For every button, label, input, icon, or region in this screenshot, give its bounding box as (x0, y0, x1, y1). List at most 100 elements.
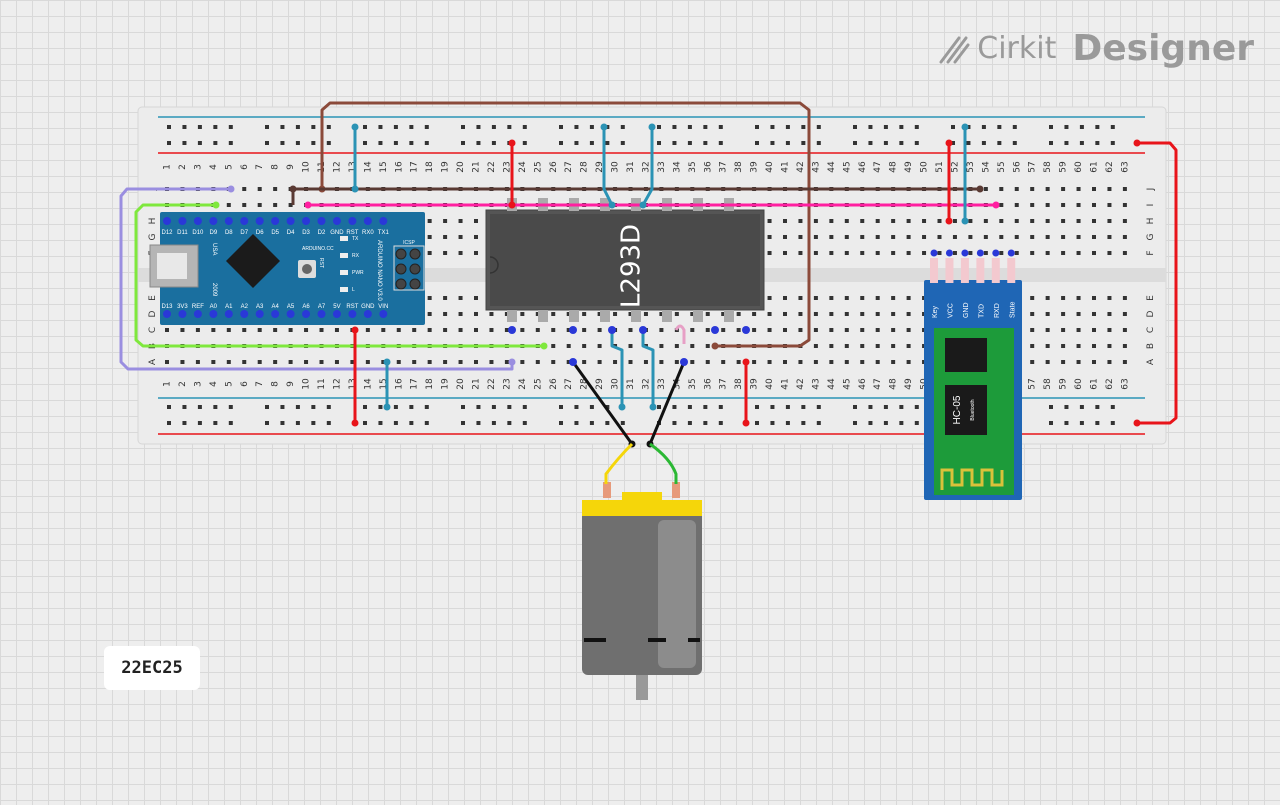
breadboard-hole (937, 219, 942, 223)
breadboard-hole (844, 235, 849, 239)
rail-hole (883, 141, 888, 145)
breadboard-hole (1122, 219, 1127, 223)
rail-hole (801, 421, 806, 425)
rail-hole (981, 141, 986, 145)
row-letter: J (1146, 188, 1156, 192)
rail-hole (182, 125, 187, 129)
wire-brown-loop (320, 101, 811, 348)
breadboard-hole (474, 219, 478, 223)
arduino-top-pin (332, 217, 341, 225)
rail-hole (295, 141, 300, 145)
status-led-label: L (352, 287, 355, 293)
rail-hole (770, 405, 775, 409)
column-number: 2 (178, 381, 188, 387)
breadboard-hole (860, 360, 865, 364)
breadboard-hole (443, 235, 448, 239)
rail-hole (883, 405, 888, 409)
hc05-pin-hole (945, 249, 953, 257)
hc05-pin-label: GND (963, 302, 970, 318)
logo-icon (939, 36, 970, 63)
breadboard-hole (628, 360, 633, 364)
breadboard-hole (999, 235, 1004, 239)
breadboard-hole (474, 251, 478, 255)
row-letter: A (1146, 358, 1156, 365)
rail-hole (589, 125, 594, 129)
arduino-top-pin (348, 217, 357, 225)
icsp-pin (409, 248, 421, 260)
breadboard-hole (999, 203, 1004, 207)
arduino-top-pin-label: D3 (302, 230, 310, 236)
column-number: 27 (564, 161, 574, 172)
breadboard-hole (566, 312, 571, 316)
breadboard-hole (906, 312, 911, 316)
arduino-top-pin-label: D11 (177, 230, 188, 236)
column-number: 9 (286, 164, 296, 170)
breadboard-hole (875, 328, 880, 332)
rail-hole (167, 421, 171, 425)
rail-hole (476, 421, 481, 425)
breadboard-hole (937, 235, 942, 239)
breadboard-hole (1030, 328, 1035, 332)
column-number: 47 (873, 161, 883, 172)
breadboard-hole (705, 312, 710, 316)
rail-hole (853, 141, 857, 145)
row-letter: H (1146, 218, 1156, 225)
rail-hole (868, 421, 873, 425)
breadboard-hole (767, 219, 772, 223)
breadboard-hole (844, 312, 849, 316)
ic-label: L293D (617, 224, 647, 308)
breadboard-hole (304, 328, 309, 332)
breadboard-hole (906, 219, 911, 223)
breadboard-hole (813, 360, 818, 364)
connection-dot (569, 358, 577, 366)
breadboard-hole (983, 235, 988, 239)
arduino-bottom-pin-label: A3 (256, 304, 264, 310)
column-number: 7 (255, 164, 265, 170)
breadboard-hole (829, 312, 834, 316)
arduino-bottom-pin-label: A5 (287, 304, 295, 310)
breadboard-hole (705, 360, 710, 364)
breadboard-hole (504, 360, 509, 364)
breadboard-hole (798, 328, 803, 332)
breadboard-hole (783, 251, 787, 255)
breadboard-hole (906, 344, 911, 348)
rail-hole (476, 125, 481, 129)
breadboard-hole (922, 219, 927, 223)
breadboard-hole (983, 187, 988, 191)
column-number: 3 (193, 381, 203, 387)
rail-hole (997, 141, 1002, 145)
arduino-top-pin-label: D4 (287, 230, 295, 236)
breadboard-hole (906, 296, 911, 300)
arduino-bottom-pin-label: GND (361, 304, 375, 310)
rail-hole (853, 125, 857, 129)
breadboard-hole (813, 219, 818, 223)
breadboard-hole (334, 360, 339, 364)
breadboard-hole (860, 328, 865, 332)
breadboard-hole (458, 235, 463, 239)
arduino-bottom-pin-label: D13 (161, 304, 173, 310)
logo-word-cirkit: Cirkit (977, 31, 1057, 66)
wire-black-motor-2 (648, 360, 686, 446)
row-letter: C (1146, 327, 1156, 333)
column-number: 59 (1059, 378, 1069, 390)
arduino-top-pin-label: D7 (240, 230, 248, 236)
breadboard-hole (937, 251, 942, 255)
breadboard-hole (1030, 203, 1035, 207)
breadboard-hole (906, 235, 911, 239)
breadboard-hole (1122, 360, 1127, 364)
breadboard-hole (1045, 296, 1050, 300)
breadboard-hole (613, 360, 618, 364)
breadboard-hole (906, 251, 911, 255)
rail-hole (461, 421, 465, 425)
breadboard-hole (690, 360, 695, 364)
breadboard-hole (1045, 187, 1050, 191)
rail-hole (605, 421, 610, 425)
column-number: 21 (472, 161, 482, 172)
breadboard-hole (705, 328, 710, 332)
breadboard-hole (211, 328, 216, 332)
breadboard-hole (1076, 328, 1081, 332)
rail-hole (801, 125, 806, 129)
column-number: 57 (1028, 161, 1038, 172)
breadboard-hole (1014, 203, 1019, 207)
rail-hole (280, 421, 285, 425)
